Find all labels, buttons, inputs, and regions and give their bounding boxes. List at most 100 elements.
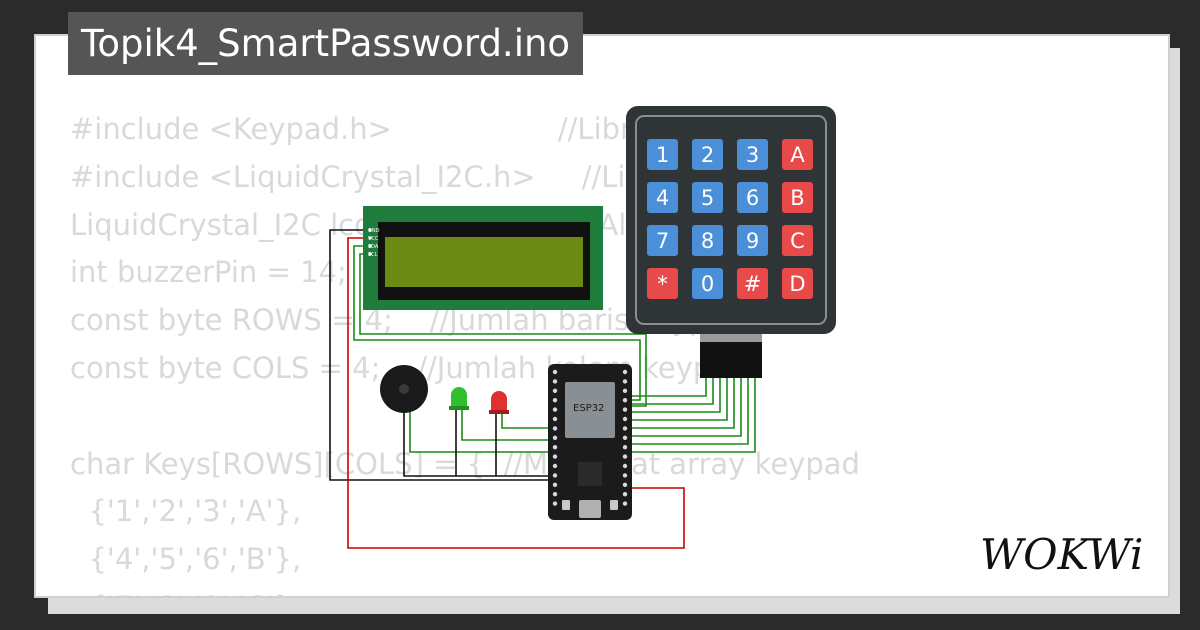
keypad-key[interactable]: A [782, 139, 813, 170]
keypad-key[interactable]: D [782, 268, 813, 299]
keypad-key-label: 9 [746, 229, 759, 253]
keypad-connector [700, 334, 762, 342]
keypad-key[interactable]: 7 [647, 225, 678, 256]
keypad-key-label: C [790, 229, 805, 253]
lcd-pin-dot [368, 236, 372, 240]
esp32-pin [552, 473, 558, 478]
keypad-wire-3 [628, 378, 721, 413]
keypad-key-cap [737, 139, 768, 170]
keypad-border [635, 115, 827, 325]
led-red[interactable] [489, 391, 509, 414]
green-led-signal-wire [461, 410, 556, 441]
esp32-pin [622, 369, 628, 375]
buzzer-ground-wire [403, 412, 560, 477]
esp32-pin [622, 426, 628, 431]
keypad-wire-6 [628, 378, 742, 437]
usb-port [579, 500, 601, 518]
keypad-key[interactable]: 0 [692, 268, 723, 299]
esp32-pin [622, 492, 628, 497]
code-line: int buzzerPin = 14; [70, 255, 347, 290]
lcd-pin-label: SDA [368, 244, 379, 250]
esp32-pin [552, 379, 558, 384]
keypad-key-cap [692, 182, 723, 213]
keypad-key[interactable]: B [782, 182, 813, 213]
esp32-pin [552, 463, 558, 469]
keypad-key-label: D [789, 272, 805, 296]
wokwi-logo-text: WOKWi [980, 530, 1143, 579]
led-green[interactable] [449, 387, 469, 410]
esp32-pin [552, 501, 558, 506]
wokwi-logo: WOKWi [980, 530, 1143, 579]
lcd-pin-dot [368, 228, 372, 232]
esp32-chip [578, 462, 602, 486]
keypad-key[interactable]: 8 [692, 225, 723, 256]
buzzer[interactable] [380, 365, 428, 413]
esp32-pin [552, 388, 558, 393]
esp32-pin [622, 454, 628, 459]
ground-wire [329, 229, 555, 481]
keypad-key-cap [647, 225, 678, 256]
esp32-pin [552, 407, 558, 412]
keypad-key-label: 6 [746, 186, 759, 210]
esp32-pin [552, 482, 558, 487]
preview-card: #include <Keypad.h> //Library#include <L… [34, 34, 1170, 598]
esp32-pin [622, 435, 628, 440]
keypad-key[interactable]: 3 [737, 139, 768, 170]
keypad-key-label: A [790, 143, 805, 167]
red-led-signal-wire [501, 414, 556, 429]
esp32-pin [622, 473, 628, 478]
esp32-pins [552, 369, 628, 506]
esp32-pin [552, 492, 558, 497]
keypad-wire-4 [628, 378, 728, 421]
keypad-key-label: 4 [656, 186, 669, 210]
code-line: {'4','5','6','B'}, [70, 542, 302, 577]
keypad-key[interactable]: 4 [647, 182, 678, 213]
esp32-pin [622, 482, 628, 487]
project-title: Topik4_SmartPassword.ino [68, 12, 584, 75]
lcd-pin-label: SCL [368, 252, 378, 258]
keypad-key-label: 7 [656, 229, 669, 253]
keypad-header [700, 342, 762, 378]
esp32-pin [552, 416, 558, 422]
keypad-key[interactable]: 6 [737, 182, 768, 213]
keypad-key[interactable]: 5 [692, 182, 723, 213]
keypad-key-cap [692, 139, 723, 170]
keypad-key-cap [737, 225, 768, 256]
esp32-pin [622, 388, 628, 393]
keypad-key[interactable]: # [737, 268, 768, 299]
esp32-pin [552, 445, 558, 450]
keypad-key-cap [647, 139, 678, 170]
lcd-screen [385, 237, 583, 287]
code-line: {'1','2','3','A'}, [70, 494, 302, 529]
reset-button [562, 500, 570, 510]
keypad-key-cap [692, 268, 723, 299]
keypad-key[interactable]: 1 [647, 139, 678, 170]
esp32-pin [552, 454, 558, 459]
keypad-wire-8 [628, 378, 756, 453]
wires [329, 229, 756, 549]
code-line: {'7','8','9','C'}, [70, 584, 860, 596]
keypad-key-cap [647, 182, 678, 213]
keypad-wire-2 [628, 378, 714, 405]
esp32-pin [622, 407, 628, 412]
esp32-pin [622, 463, 628, 469]
keypad-wire-5 [628, 378, 735, 429]
keypad-key-label: 1 [656, 143, 669, 167]
keypad-key[interactable]: * [647, 268, 678, 299]
keypad-key-label: 2 [701, 143, 714, 167]
lcd-display[interactable]: GND VCC SDA SCL [363, 206, 603, 310]
keypad-key[interactable]: C [782, 225, 813, 256]
keypad-key-label: 0 [701, 272, 714, 296]
lcd-pin-label: GND [368, 228, 380, 234]
keypad-key-cap [782, 139, 813, 170]
keypad-key[interactable]: 9 [737, 225, 768, 256]
keypad-key-cap [737, 182, 768, 213]
keypad-key-cap [692, 225, 723, 256]
keypad-wire-7 [628, 378, 749, 445]
sda-wire [353, 245, 641, 401]
keypad-key[interactable]: 2 [692, 139, 723, 170]
esp32-board[interactable]: ESP32 [548, 364, 632, 520]
keypad-key-label: # [744, 272, 762, 296]
